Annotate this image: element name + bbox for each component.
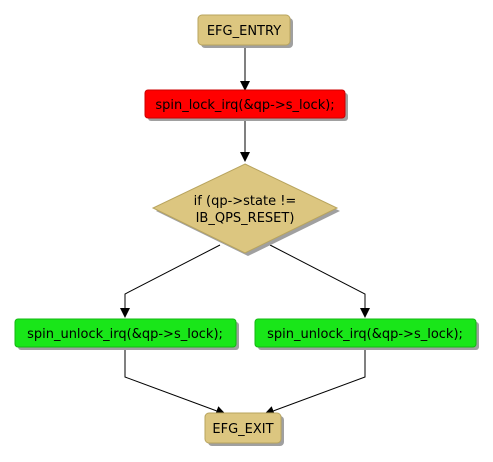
node-unlock-right-box (254, 318, 477, 348)
node-decision: if (qp->state != IB_QPS_RESET) (151, 163, 340, 256)
node-decision-diamond (151, 163, 339, 254)
edge-unlock-left-to-exit (124, 348, 226, 416)
node-exit: EFG_EXIT (204, 412, 284, 446)
node-decision-line2: IB_QPS_RESET) (196, 211, 295, 226)
edge-decision-to-unlock-left (120, 244, 221, 318)
node-exit-box (204, 412, 282, 444)
node-unlock-right-label: spin_unlock_irq(&qp->s_lock); (267, 327, 463, 342)
node-unlock-left-label: spin_unlock_irq(&qp->s_lock); (27, 327, 223, 342)
node-exit-label: EFG_EXIT (212, 422, 273, 437)
node-lock-label: spin_lock_irq(&qp->s_lock); (155, 98, 334, 113)
node-entry-box (197, 14, 291, 46)
node-decision-line1: if (qp->state != (194, 194, 297, 209)
node-entry-label: EFG_ENTRY (207, 24, 281, 39)
node-lock-box (144, 89, 346, 119)
node-lock: spin_lock_irq(&qp->s_lock); (144, 89, 348, 121)
node-unlock-left-box (14, 318, 237, 348)
edge-decision-to-unlock-right (269, 244, 370, 318)
node-entry: EFG_ENTRY (197, 14, 293, 48)
node-unlock-right: spin_unlock_irq(&qp->s_lock); (254, 318, 479, 350)
edge-unlock-right-to-exit (264, 348, 366, 416)
node-unlock-left: spin_unlock_irq(&qp->s_lock); (14, 318, 239, 350)
